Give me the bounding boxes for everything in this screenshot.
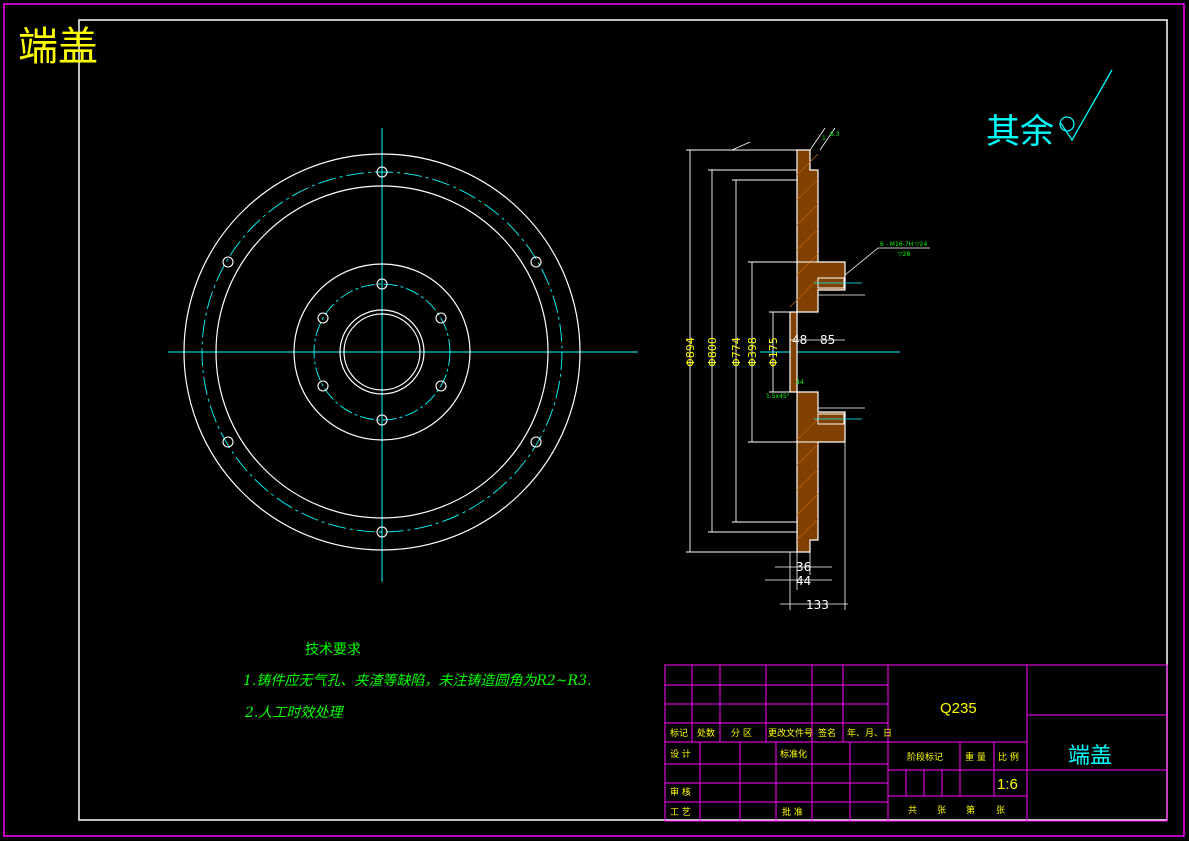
front-outer-circle [183,153,581,551]
label-top-63: 6.3 [830,131,840,138]
dim-36: 36 [796,560,811,574]
requirements-heading: 技术要求 [305,642,361,658]
surface-finish-label: 其余 [986,112,1054,152]
tb-header-date: 年、月、日 [847,727,892,739]
dim-44: 44 [796,574,811,588]
dim-d175: Φ175 [767,337,780,367]
section-hatching [789,153,819,541]
inner-frame [78,19,1168,821]
tb-scale-value: 1:6 [997,776,1018,793]
front-flange-circle [215,185,549,519]
outer-bolt-holes [222,166,542,538]
tb-header-change-doc: 更改文件号 [768,727,813,739]
front-hub-circle [293,263,471,441]
roughness-symbol-icon [1059,69,1113,142]
tb-stage-mark-label: 阶段标记 [907,751,943,763]
tb-header-zone: 分 区 [731,728,752,739]
title-block [664,664,1168,822]
tb-scale-label: 比 例 [998,751,1019,763]
bottom-dimension-lines [765,442,848,610]
tb-sheets-unit: 张 [937,805,946,816]
section-profile [789,149,846,553]
front-view [168,128,638,582]
tb-sheet-unit: 张 [996,805,1005,816]
label-44-small: 44 [796,379,804,386]
front-inner-pitch-circle [313,283,451,421]
tb-weight-label: 重 量 [965,751,986,763]
tb-process-label: 工 艺 [670,807,691,818]
tb-sheet-num: 第 [966,804,975,816]
tb-standardization-label: 标准化 [780,748,807,760]
tb-sheets-total: 共 [908,805,917,816]
dim-d894: Φ894 [684,337,697,367]
dim-133: 133 [806,598,829,612]
technical-requirements: 技术要求 1.铸件应无气孔、夹渣等缺陷，未注铸造圆角为R2~R3. 2.人工时效… [243,642,591,721]
hole-callout-depth: ▽28 [898,251,910,258]
label-top-1: 1 [822,135,826,142]
surface-finish-note: 其余 [986,69,1113,152]
section-view: Φ894 Φ800 Φ774 Φ398 Φ175 48 85 1 6.3 6 -… [684,127,930,612]
front-bore-outer [339,309,425,395]
requirement-1: 1.铸件应无气孔、夹渣等缺陷，未注铸造圆角为R2~R3. [243,673,591,689]
tb-approve-label: 批 准 [782,806,803,818]
title-block-text: 标记 处数 分 区 更改文件号 签名 年、月、日 设 计 标准化 审 核 工 艺… [670,700,1112,818]
tb-header-sign: 签名 [818,727,836,739]
label-chamfer: 1.5x45° [766,393,790,400]
front-bolt-pitch-circle [201,171,563,533]
outer-border [3,3,1185,837]
drawing-title: 端盖 [18,24,98,70]
threaded-holes [817,277,845,425]
tb-header-mark: 标记 [670,727,688,739]
dim-d398: Φ398 [746,337,759,367]
dim-48: 48 [792,333,807,347]
tb-check-label: 审 核 [670,786,691,798]
tb-header-count: 处数 [697,727,715,739]
front-bore-inner [343,313,421,391]
tb-design-label: 设 计 [670,748,691,760]
dim-d800: Φ800 [706,337,719,367]
tb-material: Q235 [940,700,977,717]
hole-callout: 6 - M16-7H ▽24 [880,241,927,248]
inner-bolt-holes [317,278,447,426]
requirement-2: 2.人工时效处理 [244,705,344,721]
dim-d774: Φ774 [730,337,743,367]
dim-85: 85 [820,333,835,347]
tb-part-name: 端盖 [1068,744,1112,769]
diameter-dimension-lines [686,149,818,553]
